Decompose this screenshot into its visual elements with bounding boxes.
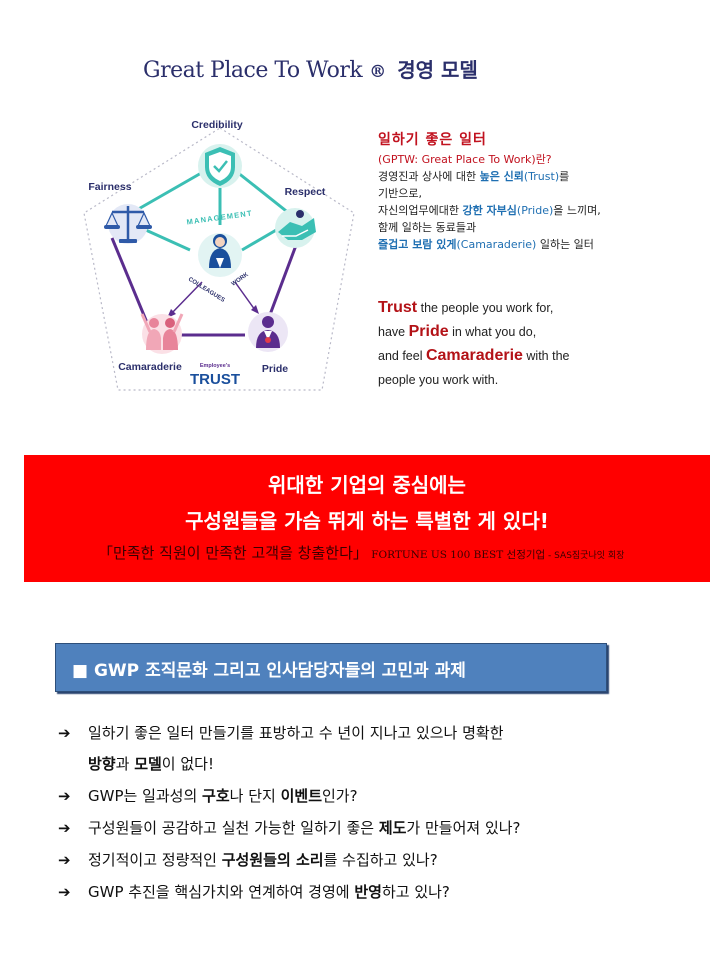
arrow-right-icon: ➔ — [58, 724, 71, 742]
list-item: ➔ 정기적이고 정량적인 구성원들의 소리를 수집하고 있나? — [58, 844, 698, 876]
keyword-trust: Trust — [378, 299, 418, 316]
section-header: ■ GWP 조직문화 그리고 인사담당자들의 고민과 과제 — [55, 643, 607, 692]
arrow-right-icon: ➔ — [58, 851, 71, 869]
text: 일하기 좋은 일터 만들기를 표방하고 수 년이 지나고 있으나 명확한 — [88, 724, 504, 742]
keyword-strong-pride: 강한 자부심 — [462, 204, 517, 217]
issue-list: ➔ 일하기 좋은 일터 만들기를 표방하고 수 년이 지나고 있으나 명확한 방… — [58, 718, 698, 908]
keyword-camaraderie: Camaraderie — [425, 347, 523, 364]
gptw-model-diagram: Credibility Respect Fairness MANAGEMENT … — [83, 119, 355, 391]
text: have — [378, 325, 409, 339]
keyword-high-trust: 높은 신뢰 — [479, 170, 524, 183]
list-item: ➔ GWP 추진을 핵심가치와 연계하여 경영에 반영하고 있나? — [58, 876, 698, 908]
label-respect: Respect — [285, 186, 326, 198]
section-title: ■ GWP 조직문화 그리고 인사담당자들의 고민과 과제 — [72, 661, 466, 681]
keyword-reflect: 반영 — [354, 883, 382, 901]
text: 하고 있나? — [381, 883, 450, 901]
definition-title: 일하기 좋은 일터 — [378, 132, 487, 148]
banner-line-2: 구성원들을 가슴 뛰게 하는 특별한 게 있다! — [185, 509, 549, 533]
text: 일하는 일터 — [536, 238, 594, 251]
label-fairness: Fairness — [88, 181, 131, 193]
keyword-event: 이벤트 — [280, 787, 322, 805]
keyword-pride: Pride — [408, 323, 449, 340]
label-pride: Pride — [262, 363, 288, 375]
text: the people you work for, — [417, 301, 554, 315]
text: with the — [522, 349, 570, 363]
quote-text: 「만족한 직원이 만족한 고객을 창출한다」 — [98, 544, 368, 562]
trust-statement: Trust the people you work for, have Prid… — [378, 296, 708, 392]
text: GWP 추진을 핵심가치와 연계하여 경영에 — [88, 883, 355, 901]
label-camaraderie: Camaraderie — [118, 361, 182, 373]
red-banner: 위대한 기업의 중심에는 구성원들을 가슴 뛰게 하는 특별한 게 있다! 「만… — [24, 455, 710, 582]
title-suffix: 경영 모델 — [397, 58, 478, 82]
definition-subtitle: (GPTW: Great Place To Work)란? — [378, 153, 552, 166]
trust-line-1: Trust the people you work for, — [378, 296, 708, 320]
text: 구성원들이 공감하고 실천 가능한 일하기 좋은 — [88, 819, 379, 837]
list-item: ➔ 일하기 좋은 일터 만들기를 표방하고 수 년이 지나고 있으나 명확한 방… — [58, 718, 698, 780]
registered-mark: ® — [369, 62, 387, 82]
arrow-right-icon: ➔ — [58, 787, 71, 805]
text: 이 없다! — [161, 755, 214, 773]
keyword-direction: 방향 — [88, 755, 116, 773]
definition-line-4: 함께 일하는 동료들과 — [378, 221, 477, 234]
trust-line-3: and feel Camaraderie with the — [378, 344, 708, 368]
text: 과 — [115, 755, 135, 773]
arrow-right-icon: ➔ — [58, 819, 71, 837]
text: 가 만들어져 있나? — [406, 819, 521, 837]
keyword-camaraderie-en: (Camaraderie) — [456, 238, 537, 251]
trust-line-2: have Pride in what you do, — [378, 320, 708, 344]
list-item: ➔ 구성원들이 공감하고 실천 가능한 일하기 좋은 제도가 만들어져 있나? — [58, 812, 698, 844]
keyword-fun-rewarding: 즐겁고 보람 있게 — [378, 238, 457, 251]
text: GWP는 일과성의 — [88, 787, 203, 805]
list-item: ➔ GWP는 일과성의 구호나 단지 이벤트인가? — [58, 780, 698, 812]
text: 나 단지 — [229, 787, 281, 805]
gptw-brand: Great Place To Work — [143, 58, 363, 83]
quote-source: FORTUNE US 100 BEST 선정기업 — [367, 549, 546, 561]
label-employees: Employee's — [200, 363, 230, 369]
banner-line-1: 위대한 기업의 중심에는 — [268, 473, 466, 497]
keyword-pride-en: (Pride) — [516, 204, 554, 217]
arrow-right-icon: ➔ — [58, 883, 71, 901]
text: and feel — [378, 349, 426, 363]
label-trust: TRUST — [190, 371, 240, 388]
text: 정기적이고 정량적인 — [88, 851, 222, 869]
page-title: Great Place To Work ® 경영 모델 — [143, 54, 478, 83]
label-credibility: Credibility — [191, 119, 243, 131]
keyword-model: 모델 — [134, 755, 162, 773]
medal-person-icon — [248, 312, 288, 352]
keyword-slogan: 구호 — [202, 787, 230, 805]
quote-author: - SAS짐굿나잇 회장 — [545, 551, 625, 561]
keyword-employee-voice: 구성원들의 소리 — [221, 851, 324, 869]
text: 을 느끼며, — [553, 204, 601, 217]
text: 를 수집하고 있나? — [323, 851, 438, 869]
manager-person-icon — [198, 233, 242, 277]
text: 인가? — [322, 787, 358, 805]
banner-quote: 「만족한 직원이 만족한 고객을 창출한다」 FORTUNE US 100 BE… — [98, 542, 624, 563]
text: 를 — [559, 170, 570, 183]
definition-line-5: 즐겁고 보람 있게(Camaraderie) 일하는 일터 — [378, 236, 708, 253]
label-colleagues: COLLEAGUES — [187, 277, 226, 304]
people-hug-icon — [140, 313, 184, 354]
scales-icon — [104, 204, 152, 244]
keyword-system: 제도 — [378, 819, 407, 837]
shield-check-icon — [198, 144, 242, 188]
text: in what you do, — [448, 325, 537, 339]
trust-line-4: people you work with. — [378, 373, 499, 387]
label-work: WORK — [231, 271, 251, 287]
definition-line-1: 경영진과 상사에 대한 높은 신뢰(Trust)를 — [378, 168, 708, 185]
definition-line-3: 자신의업무에대한 강한 자부심(Pride)을 느끼며, — [378, 202, 708, 219]
keyword-trust-en: (Trust) — [523, 170, 560, 183]
text: 자신의업무에대한 — [378, 204, 463, 217]
handshake-icon — [275, 208, 316, 248]
text: 경영진과 상사에 대한 — [378, 170, 480, 183]
definition-line-2: 기반으로, — [378, 187, 422, 200]
gptw-definition: 일하기 좋은 일터 (GPTW: Great Place To Work)란? … — [378, 132, 708, 253]
